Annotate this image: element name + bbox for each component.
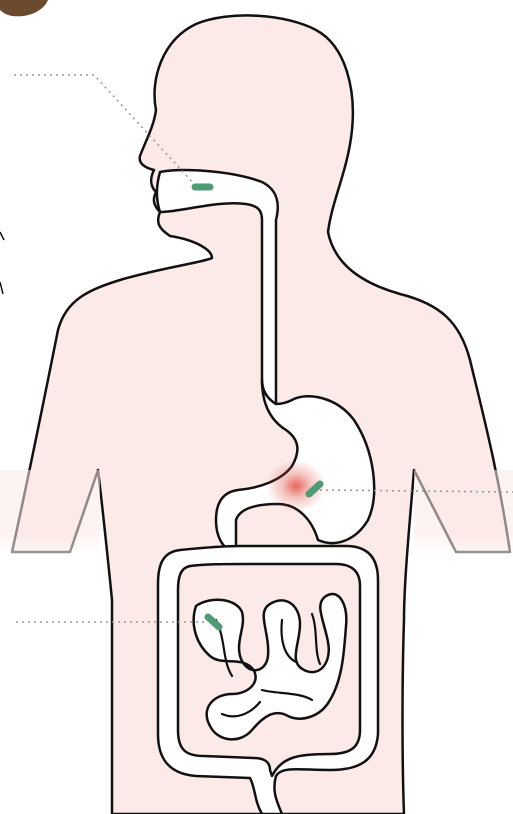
right-arm-fade	[414, 470, 513, 554]
left-arm-fade	[0, 470, 100, 554]
left-edge-tick-b	[0, 282, 3, 294]
left-edge-tick-a	[0, 232, 4, 240]
corner-blob	[0, 0, 48, 16]
